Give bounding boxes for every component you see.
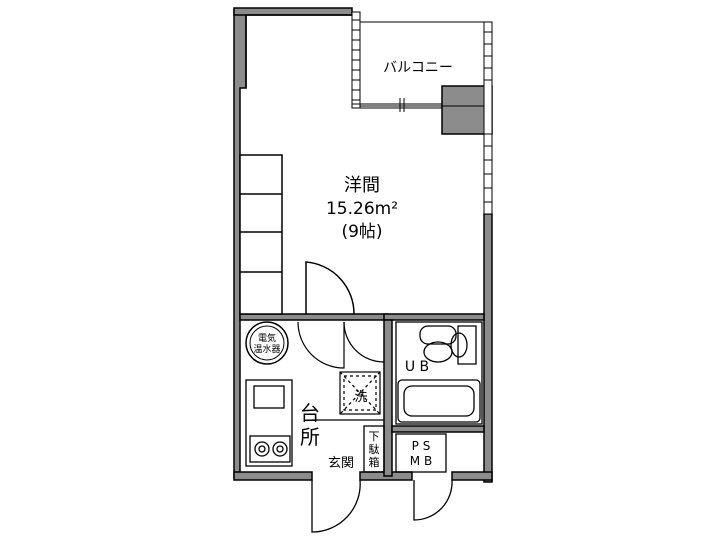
kitchen-label-2: 所 [300,425,320,449]
kitchen [245,379,293,467]
ps-mb [395,433,453,521]
western-room-tatami: (9帖) [341,222,382,242]
water-heater [245,321,289,365]
balcony-label: バルコニー [383,60,453,76]
washer-space [339,371,381,415]
washer-label: 洗 [354,390,367,405]
water-heater-label-1: 電気 [258,332,276,344]
western-room [239,14,355,315]
western-room-area: 15.26m² [326,199,398,219]
stove-icon [249,435,291,463]
shoe-box-label-3: 箱 [369,455,380,469]
mb-label: M B [410,454,432,468]
bathtub-icon [397,379,481,423]
water-heater-label-2: 温水器 [253,343,280,355]
shoe-box-label-1: 下 [369,430,380,443]
ps-label: P S [412,439,431,453]
sink-icon [253,385,285,409]
balcony [351,11,493,215]
western-room-label: 洋間 [344,175,380,196]
unit-bath [395,321,483,425]
washbasin-icon [450,325,477,365]
shoe-box-label-2: 駄 [369,442,380,456]
entrance [311,419,385,533]
door-swing-icon [297,321,385,369]
kitchen-label-1: 台 [300,401,320,425]
unit-bath-label: U B [405,359,429,375]
entrance-label: 玄関 [328,456,354,471]
walls [233,7,493,483]
